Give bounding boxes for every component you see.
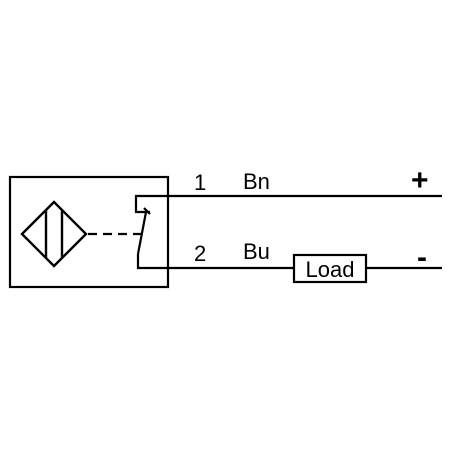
terminal-2-polarity: - xyxy=(417,241,427,274)
terminal-1-wire-color: Bn xyxy=(243,169,270,194)
terminal-1-polarity: + xyxy=(411,164,429,197)
inductive-sensor-icon xyxy=(20,200,88,268)
load-label: Load xyxy=(306,257,355,282)
switch-contact-icon xyxy=(134,194,168,270)
terminal-2-number: 2 xyxy=(194,241,206,266)
sensor-housing xyxy=(8,175,170,289)
terminal-2-wire-color: Bu xyxy=(243,239,270,264)
terminal-1-number: 1 xyxy=(194,170,206,195)
